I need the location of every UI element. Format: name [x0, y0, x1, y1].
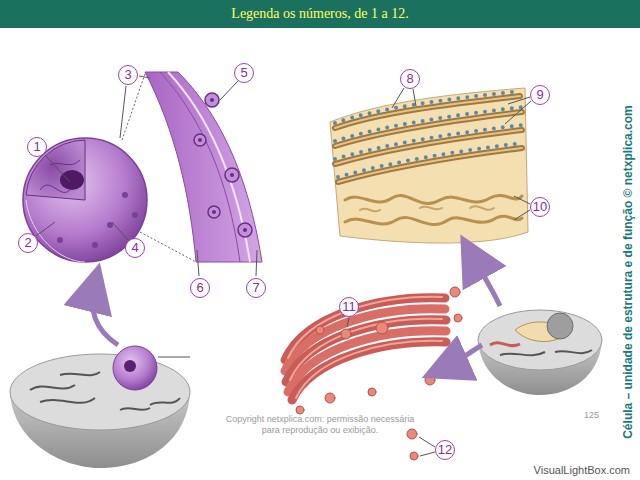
- watermark: VisualLightBox.com: [534, 464, 630, 476]
- leader-lines: [36, 76, 531, 456]
- callout-number: 3: [118, 65, 138, 85]
- callout-number: 1: [27, 137, 47, 157]
- callout-number: 2: [18, 233, 38, 253]
- title-text: Legenda os números, de 1 a 12.: [231, 6, 408, 22]
- callout-number: 7: [246, 278, 266, 298]
- callout-number: 11: [339, 297, 359, 317]
- zoom-line: [140, 232, 196, 262]
- copyright-note: Copyright netxplica.com: permissão neces…: [220, 414, 420, 436]
- callout-number: 12: [435, 440, 455, 460]
- zoom-arrow: [92, 282, 118, 345]
- callout-number: 5: [234, 63, 254, 83]
- cell-left: [10, 346, 190, 468]
- callout-number: 9: [530, 85, 550, 105]
- callout-number: 4: [125, 238, 145, 258]
- callout-number: 10: [530, 197, 550, 217]
- callout-number: 8: [400, 69, 420, 89]
- nucleus: [23, 138, 147, 262]
- zoom-arrow: [470, 252, 500, 306]
- cell-right: [478, 310, 602, 395]
- side-caption: Célula – unidade de estrutura e de funçã…: [621, 105, 635, 439]
- zoom-arrow: [440, 345, 482, 370]
- endoplasmic-reticulum: [330, 88, 528, 243]
- callout-number: 6: [190, 278, 210, 298]
- page-number: 125: [584, 410, 599, 420]
- title-bar: Legenda os números, de 1 a 12.: [0, 0, 640, 28]
- nuclear-envelope: [145, 72, 262, 262]
